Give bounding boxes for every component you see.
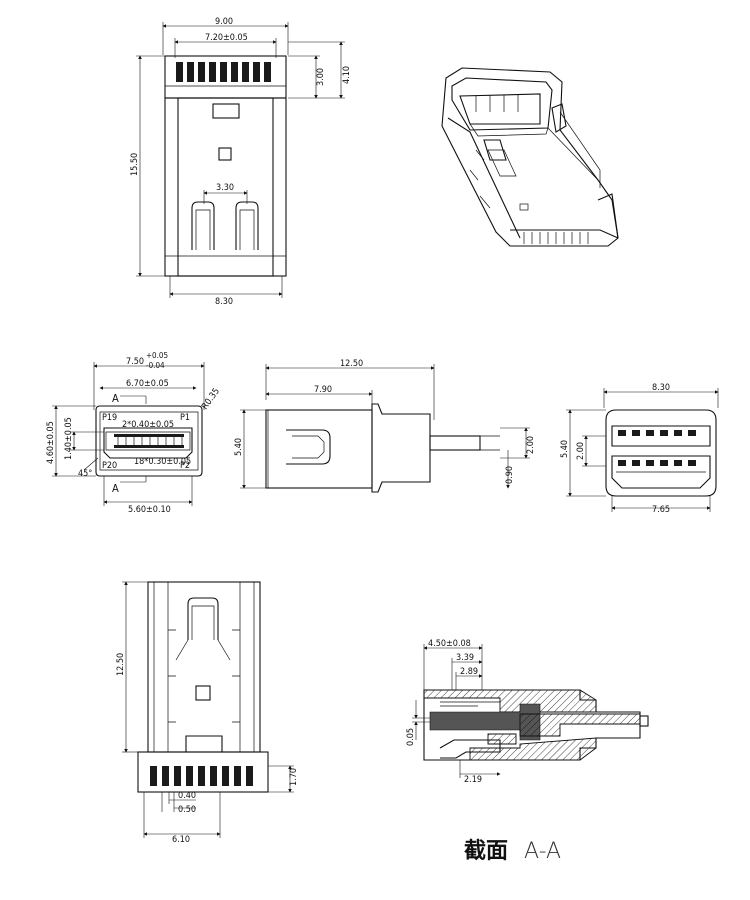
dim-side-insert-length: 7.90 <box>314 385 332 395</box>
dim-front-outer-width: 7.50 <box>126 357 144 367</box>
dim-front-bottom-width: 5.60±0.10 <box>128 505 171 515</box>
dim-front-pitch: 2*0.40±0.05 <box>122 420 174 430</box>
dim-bottom-pitch: 0.50 <box>178 805 196 815</box>
bottom-terminals <box>150 766 253 786</box>
label-pin-p19: P19 <box>102 413 117 423</box>
dim-top-height-b: 4.10 <box>342 66 352 84</box>
front-view: 7.50 +0.05 -0.04 6.70±0.05 R0.35 A P19 <box>46 351 222 515</box>
side-view: 12.50 7.90 5.40 2.00 0.90 <box>234 359 536 493</box>
dim-top-bottom-width: 8.30 <box>215 297 233 307</box>
dim-rear-inner-height: 2.00 <box>576 442 586 460</box>
dim-side-height: 5.40 <box>234 438 244 456</box>
dim-bottom-length: 12.50 <box>116 653 126 676</box>
label-section-a-top: A <box>112 392 119 405</box>
dim-bottom-width: 6.10 <box>172 835 190 845</box>
label-section-a-bottom: A <box>112 482 119 495</box>
label-pin-p1: P1 <box>180 413 190 423</box>
dim-bottom-pin-width: 0.40 <box>178 791 196 801</box>
dim-front-pin-width: 18*0.30±0.05 <box>134 457 191 467</box>
caption-section-cn: 截面 <box>464 839 508 864</box>
top-view: 9.00 7.20±0.05 3.00 4.10 <box>130 17 352 307</box>
dim-top-height-a: 3.00 <box>316 68 326 86</box>
dim-rear-height: 5.40 <box>560 440 570 458</box>
rear-view: 8.30 5.40 2.00 7.65 <box>560 383 719 515</box>
dim-side-tail-thickness: 0.90 <box>505 466 515 484</box>
dim-sec-b: 2.89 <box>460 667 478 677</box>
dim-sec-c: 2.19 <box>464 775 482 785</box>
dim-front-height: 4.60±0.05 <box>46 421 56 464</box>
dim-sec-a: 3.39 <box>456 653 474 663</box>
dim-side-length: 12.50 <box>340 359 363 369</box>
section-aa: 4.50±0.08 3.39 2.89 0.05 2.19 <box>406 639 649 785</box>
dim-front-radius: R0.35 <box>200 387 222 412</box>
dim-front-angle: 45° <box>78 469 92 479</box>
dim-sec-width: 4.50±0.08 <box>428 639 471 649</box>
dim-top-width: 9.00 <box>215 17 233 27</box>
dim-top-length: 15.50 <box>130 153 140 176</box>
dim-front-outer-tol-plus: +0.05 <box>146 351 168 360</box>
top-terminals <box>176 62 271 82</box>
dim-rear-width: 8.30 <box>652 383 670 393</box>
dim-front-inner-width: 6.70±0.05 <box>126 379 169 389</box>
dim-rear-bottom-width: 7.65 <box>652 505 670 515</box>
label-pin-p20: P20 <box>102 461 117 471</box>
caption-section-aa: A-A <box>524 839 561 864</box>
dim-top-pitch-span: 7.20±0.05 <box>205 33 248 43</box>
dim-side-tail-height: 2.00 <box>526 436 536 454</box>
dim-front-outer-tol-minus: -0.04 <box>146 361 165 370</box>
dim-sec-gap: 0.05 <box>406 728 416 746</box>
bottom-view: 12.50 1.70 0.40 0.50 6.10 <box>116 581 299 845</box>
dim-front-inner-height: 1.40±0.05 <box>64 417 74 460</box>
isometric-view <box>441 67 619 247</box>
label-pin-p2: P2 <box>180 461 190 471</box>
dim-top-contact-spacing: 3.30 <box>216 183 234 193</box>
dim-bottom-tail-length: 1.70 <box>289 768 299 786</box>
